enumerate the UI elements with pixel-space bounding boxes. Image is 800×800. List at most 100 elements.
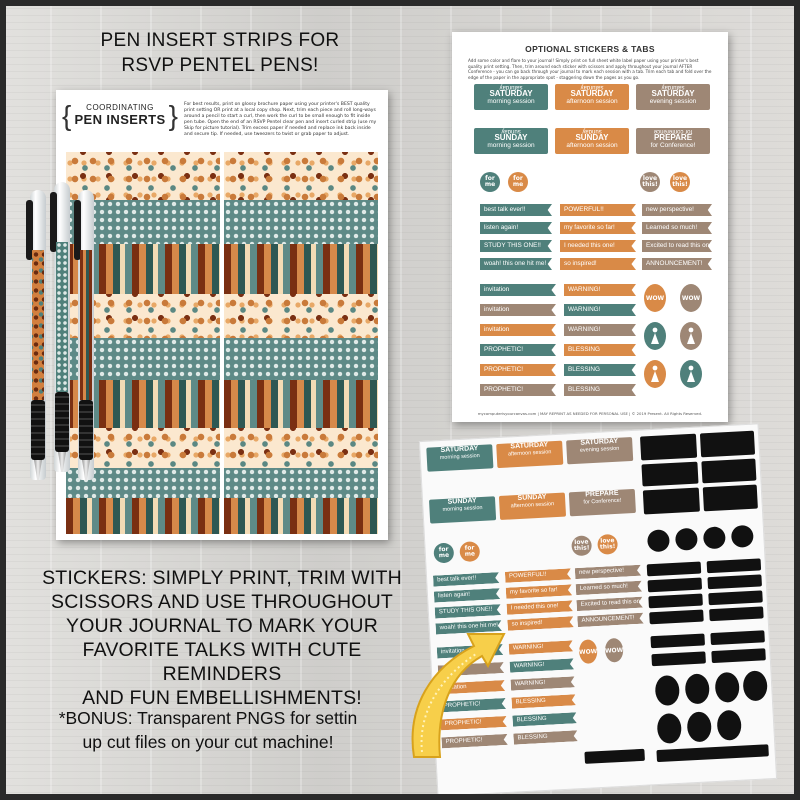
label-sticker: WARNING! — [564, 304, 636, 316]
figure-oval-sticker — [644, 322, 666, 350]
label-sticker: BLESSING — [564, 364, 636, 376]
label-sticker: listen again! — [480, 222, 552, 234]
headline: PEN INSERT STRIPS FOR RSVP PENTEL PENS! — [95, 28, 345, 78]
floral-strip — [224, 294, 378, 338]
cut-silhouette — [699, 430, 756, 458]
label-sticker: WARNING! — [510, 658, 574, 672]
dots-strip — [224, 468, 378, 498]
label-sticker: woah! this one hit me! — [480, 258, 552, 270]
wow-oval-sticker: WOW — [644, 284, 666, 312]
figure-oval-sticker — [680, 360, 702, 388]
tab-sub-text: morning session — [487, 142, 535, 149]
label-sticker: listen again! — [434, 588, 500, 602]
session-tab: SATURDAY afternoon session — [496, 440, 564, 469]
label-sticker: STUDY THIS ONE!! — [480, 240, 552, 252]
label-sticker: my favorite so far! — [506, 584, 572, 598]
label-sticker: POWERFUL!! — [505, 568, 571, 582]
cut-silhouette — [649, 609, 704, 625]
cut-silhouette — [716, 709, 742, 741]
label-sticker: ANNOUNCEMENT! — [642, 258, 712, 270]
figure-oval-sticker — [680, 322, 702, 350]
pen-tip — [34, 460, 42, 480]
cut-silhouette — [707, 574, 762, 590]
label-sticker: I needed this one! — [507, 600, 573, 614]
label-sticker: BLESSING — [512, 712, 576, 726]
dots-strip — [224, 200, 378, 244]
label-sticker: new perspective! — [642, 204, 712, 216]
pen-icon — [74, 190, 94, 480]
label-sticker: POWERFUL!! — [560, 204, 636, 216]
cut-silhouette — [706, 558, 762, 574]
pen-insert-sheet: COORDINATING PEN INSERTS For best result… — [56, 90, 388, 540]
tab-top-text: for conference — [653, 128, 693, 134]
cut-silhouette — [641, 461, 699, 487]
tab-main-text: SATURDAY — [489, 89, 533, 98]
cut-silhouette — [646, 561, 702, 577]
cut-silhouette — [710, 630, 765, 646]
cut-silhouette — [648, 593, 703, 609]
cut-silhouette — [742, 670, 768, 702]
dots-strip — [224, 338, 378, 380]
badge-small-text: COORDINATING — [86, 103, 154, 112]
label-sticker: ANNOUNCEMENT! — [577, 613, 643, 627]
figure-icon — [651, 365, 659, 382]
stripes-strip — [224, 498, 378, 534]
cut-silhouette — [650, 633, 706, 649]
cut-silhouette — [686, 711, 713, 743]
arrow-icon — [411, 633, 506, 758]
label-sticker: BLESSING — [564, 384, 636, 396]
description-line: SCISSORS AND USE THROUGHOUT — [50, 591, 393, 613]
cut-silhouette — [642, 487, 700, 515]
headline-line-1: PEN INSERT STRIPS FOR — [100, 30, 340, 51]
label-sticker: invitation — [480, 284, 556, 296]
sheet-footer: mycomputerisyourcanvas.com | MAY REPRINT… — [477, 411, 703, 416]
pen-clip — [50, 192, 57, 252]
tab-sub-text: for Conference! — [650, 142, 696, 149]
tab-top-text: sunday — [582, 128, 602, 134]
pen-insert — [80, 250, 92, 400]
tab-main-text: SUNDAY — [494, 133, 528, 142]
stickers-description: STICKERS: SIMPLY PRINT, TRIM WITH SCISSO… — [22, 566, 422, 710]
description-line: YOUR JOURNAL TO MARK YOUR — [65, 615, 378, 637]
tab-top-text: sunday — [501, 128, 521, 134]
label-sticker: PROPHETIC! — [480, 344, 556, 356]
cut-silhouette — [702, 484, 758, 512]
pen-icon — [26, 190, 46, 480]
tab-top-text: saturday — [499, 84, 523, 90]
session-tab: SATURDAY evening session — [566, 436, 634, 465]
session-tab: SUNDAY morning session — [428, 496, 497, 524]
label-sticker: WARNING! — [564, 284, 636, 296]
description-line: STICKERS: SIMPLY PRINT, TRIM WITH — [42, 567, 402, 589]
cut-silhouette — [651, 651, 706, 667]
stripes-strip — [224, 244, 378, 294]
badge-big-text: PEN INSERTS — [74, 112, 166, 127]
bonus-line: *BONUS: Transparent PNGS for settin — [58, 708, 358, 728]
label-sticker: Excited to read this one! — [576, 597, 642, 611]
circle-sticker: for me — [480, 172, 500, 192]
tab-sub-text: afternoon session — [566, 142, 618, 149]
pen-clip — [26, 200, 33, 260]
session-tab: sunday SUNDAY afternoon session — [555, 128, 629, 154]
circle-sticker: love this! — [640, 172, 660, 192]
description-line: AND FUN EMBELLISHMENTS! — [82, 687, 362, 709]
tab-main-text: SATURDAY — [570, 89, 614, 98]
bonus-note: *BONUS: Transparent PNGS for settin up c… — [18, 706, 398, 754]
tab-top-text: saturday — [580, 84, 604, 90]
circle-sticker: for me — [508, 172, 528, 192]
label-sticker: BLESSING — [564, 344, 636, 356]
circle-sticker: love this! — [670, 172, 690, 192]
wow-oval-sticker: WOW — [680, 284, 702, 312]
figure-icon — [687, 365, 695, 382]
pen-tip — [82, 460, 90, 480]
session-tab: sunday SUNDAY morning session — [474, 128, 548, 154]
cut-silhouette — [639, 433, 698, 461]
cut-silhouette — [647, 577, 703, 593]
label-sticker: my favorite so far! — [560, 222, 636, 234]
tab-main-text: SUNDAY — [575, 133, 609, 142]
pen-grip — [79, 400, 93, 460]
cut-silhouette — [730, 524, 754, 548]
pen-grip — [55, 392, 69, 452]
label-sticker: PROPHETIC! — [480, 364, 556, 376]
pen-grip — [31, 400, 45, 460]
floral-strip — [224, 428, 378, 468]
